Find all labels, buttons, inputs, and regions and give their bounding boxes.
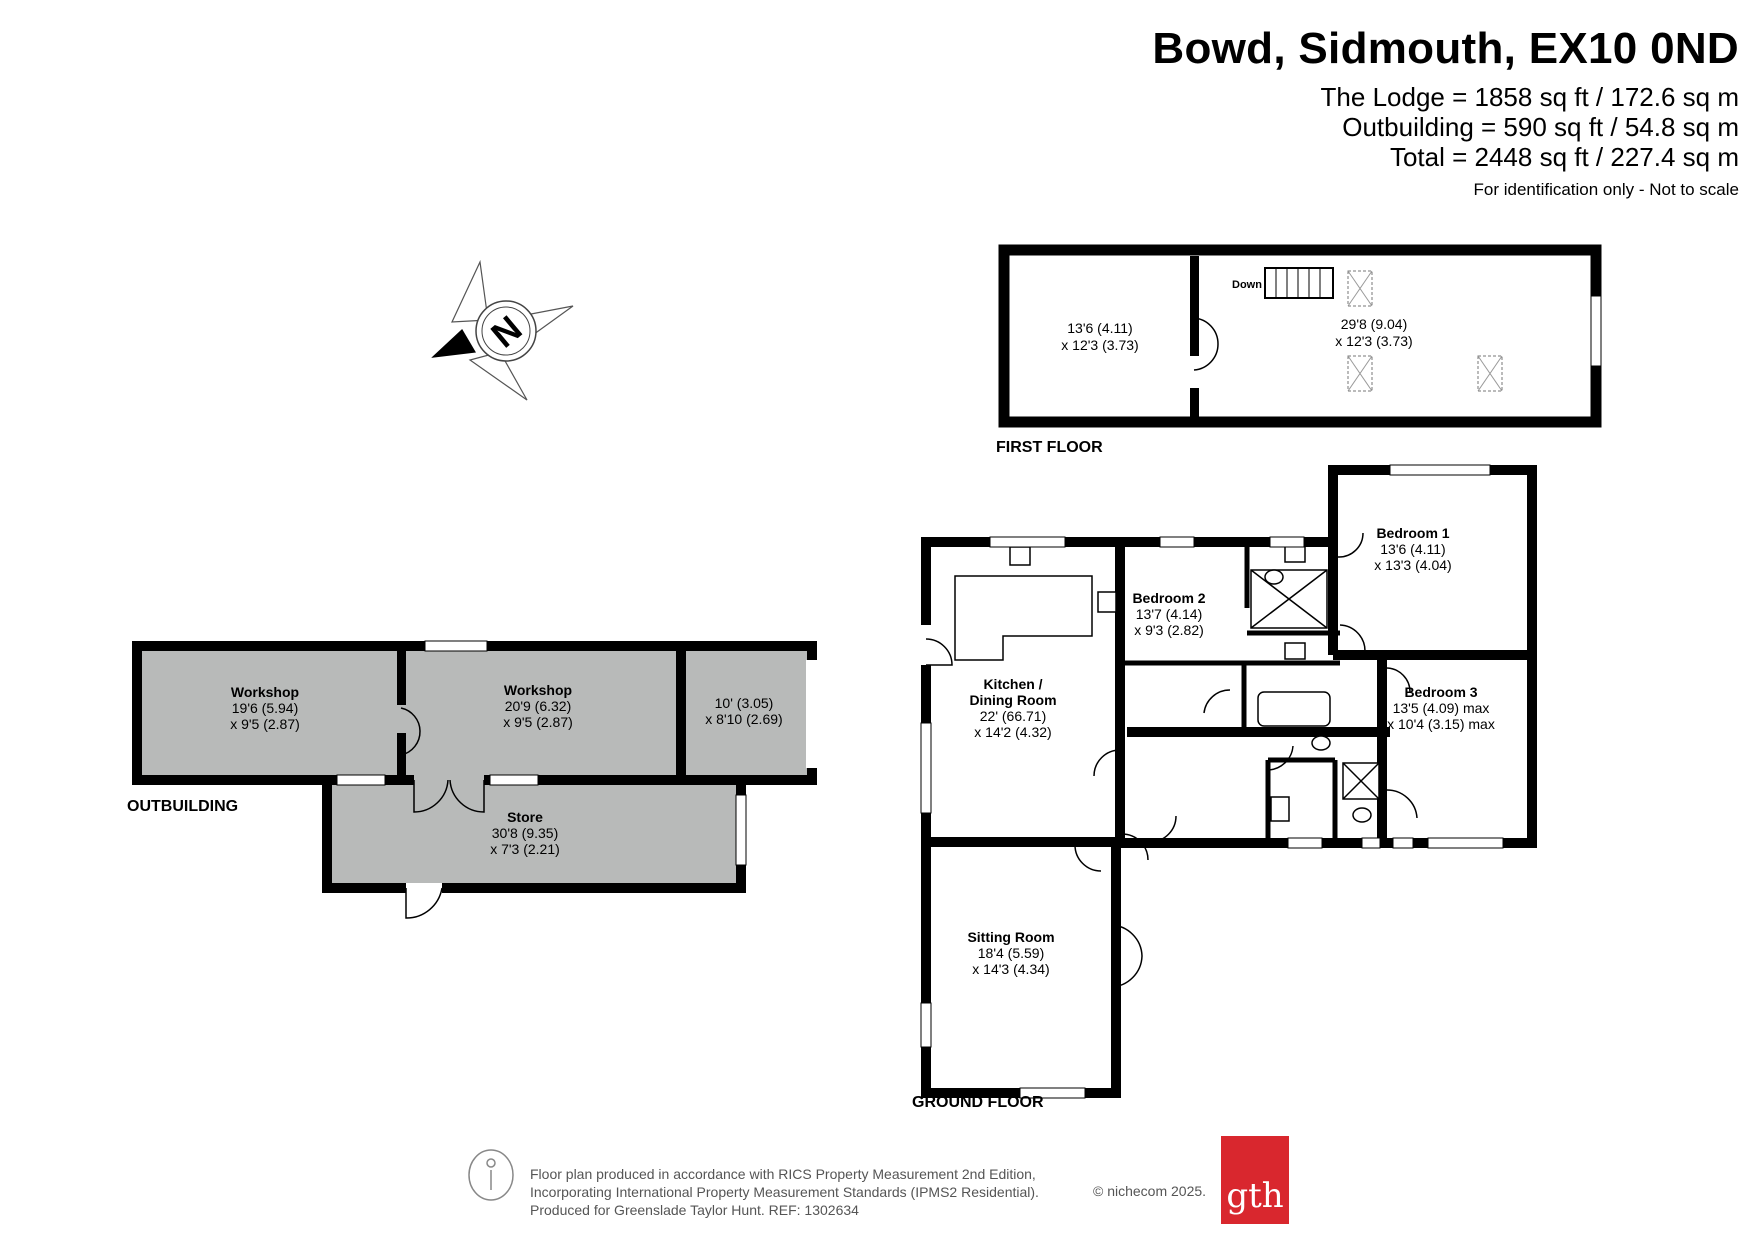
bedroom3-name: Bedroom 3 xyxy=(1404,684,1477,700)
first-floor-label: FIRST FLOOR xyxy=(996,439,1103,456)
bedroom2-name: Bedroom 2 xyxy=(1132,590,1205,606)
gth-logo: gth xyxy=(1221,1136,1289,1224)
first-floor-plan: Down 13'6 (4.11) x 12'3 (3.73) 29'8 (9.0… xyxy=(998,244,1602,428)
footer-copyright: © nichecom 2025. xyxy=(1093,1183,1207,1199)
third-room-dim1: 10' (3.05) xyxy=(715,695,774,711)
footer-line-2: Incorporating International Property Mea… xyxy=(530,1184,1039,1200)
ground-floor-doors xyxy=(920,532,1418,988)
first-left-dim2: x 12'3 (3.73) xyxy=(1061,337,1138,353)
store-name: Store xyxy=(507,809,543,825)
area-lodge: The Lodge = 1858 sq ft / 172.6 sq m xyxy=(1320,82,1739,112)
first-right-dim2: x 12'3 (3.73) xyxy=(1335,333,1412,349)
workshop2-dim1: 20'9 (6.32) xyxy=(505,698,572,714)
sitting-room-dim1: 18'4 (5.59) xyxy=(978,945,1045,961)
ground-floor-plan xyxy=(921,465,1537,1098)
sitting-room-name: Sitting Room xyxy=(967,929,1054,945)
ground-floor-fixtures xyxy=(954,545,1380,823)
bedroom2-dim1: 13'7 (4.14) xyxy=(1136,606,1203,622)
outbuilding-plan: Workshop 19'6 (5.94) x 9'5 (2.87) Worksh… xyxy=(132,640,818,919)
bedroom1-dim2: x 13'3 (4.04) xyxy=(1374,557,1451,573)
compass-rose-icon: N xyxy=(431,259,574,401)
workshop1-dim2: x 9'5 (2.87) xyxy=(230,716,300,732)
first-right-dim1: 29'8 (9.04) xyxy=(1341,316,1408,332)
accessibility-icon xyxy=(468,1149,514,1201)
area-total: Total = 2448 sq ft / 227.4 sq m xyxy=(1389,142,1739,172)
footer-line-1: Floor plan produced in accordance with R… xyxy=(530,1166,1036,1182)
workshop1-name: Workshop xyxy=(231,684,299,700)
ground-floor-windows xyxy=(920,464,1504,1099)
workshop1-dim1: 19'6 (5.94) xyxy=(232,700,299,716)
bedroom3-dim2: x 10'4 (3.15) max xyxy=(1387,716,1495,732)
footer-legal: Floor plan produced in accordance with R… xyxy=(530,1165,1090,1219)
ground-floor-label: GROUND FLOOR xyxy=(912,1094,1044,1111)
outbuilding-label: OUTBUILDING xyxy=(127,798,238,815)
property-title: Bowd, Sidmouth, EX10 0ND xyxy=(1152,24,1739,73)
stairs-icon xyxy=(1264,267,1334,299)
kitchen-name-1: Kitchen / xyxy=(983,676,1042,692)
store-dim1: 30'8 (9.35) xyxy=(492,825,559,841)
workshop2-name: Workshop xyxy=(504,682,572,698)
kitchen-dim2: x 14'2 (4.32) xyxy=(974,724,1051,740)
store-dim2: x 7'3 (2.21) xyxy=(490,841,560,857)
bedroom2-dim2: x 9'3 (2.82) xyxy=(1134,622,1204,638)
bedroom1-dim1: 13'6 (4.11) xyxy=(1380,541,1445,557)
kitchen-name-2: Dining Room xyxy=(969,692,1056,708)
stairs-label: Down xyxy=(1232,279,1262,291)
sitting-room-dim2: x 14'3 (4.34) xyxy=(972,961,1049,977)
scale-note: For identification only - Not to scale xyxy=(1473,180,1739,199)
third-room-dim2: x 8'10 (2.69) xyxy=(705,711,782,727)
workshop2-dim2: x 9'5 (2.87) xyxy=(503,714,573,730)
footer-line-3: Produced for Greenslade Taylor Hunt. REF… xyxy=(530,1202,859,1218)
kitchen-dim1: 22' (66.71) xyxy=(980,708,1047,724)
bedroom1-name: Bedroom 1 xyxy=(1376,525,1449,541)
first-left-dim1: 13'6 (4.11) xyxy=(1067,320,1132,336)
bedroom3-dim1: 13'5 (4.09) max xyxy=(1393,700,1490,716)
area-outbuilding: Outbuilding = 590 sq ft / 54.8 sq m xyxy=(1342,112,1739,142)
